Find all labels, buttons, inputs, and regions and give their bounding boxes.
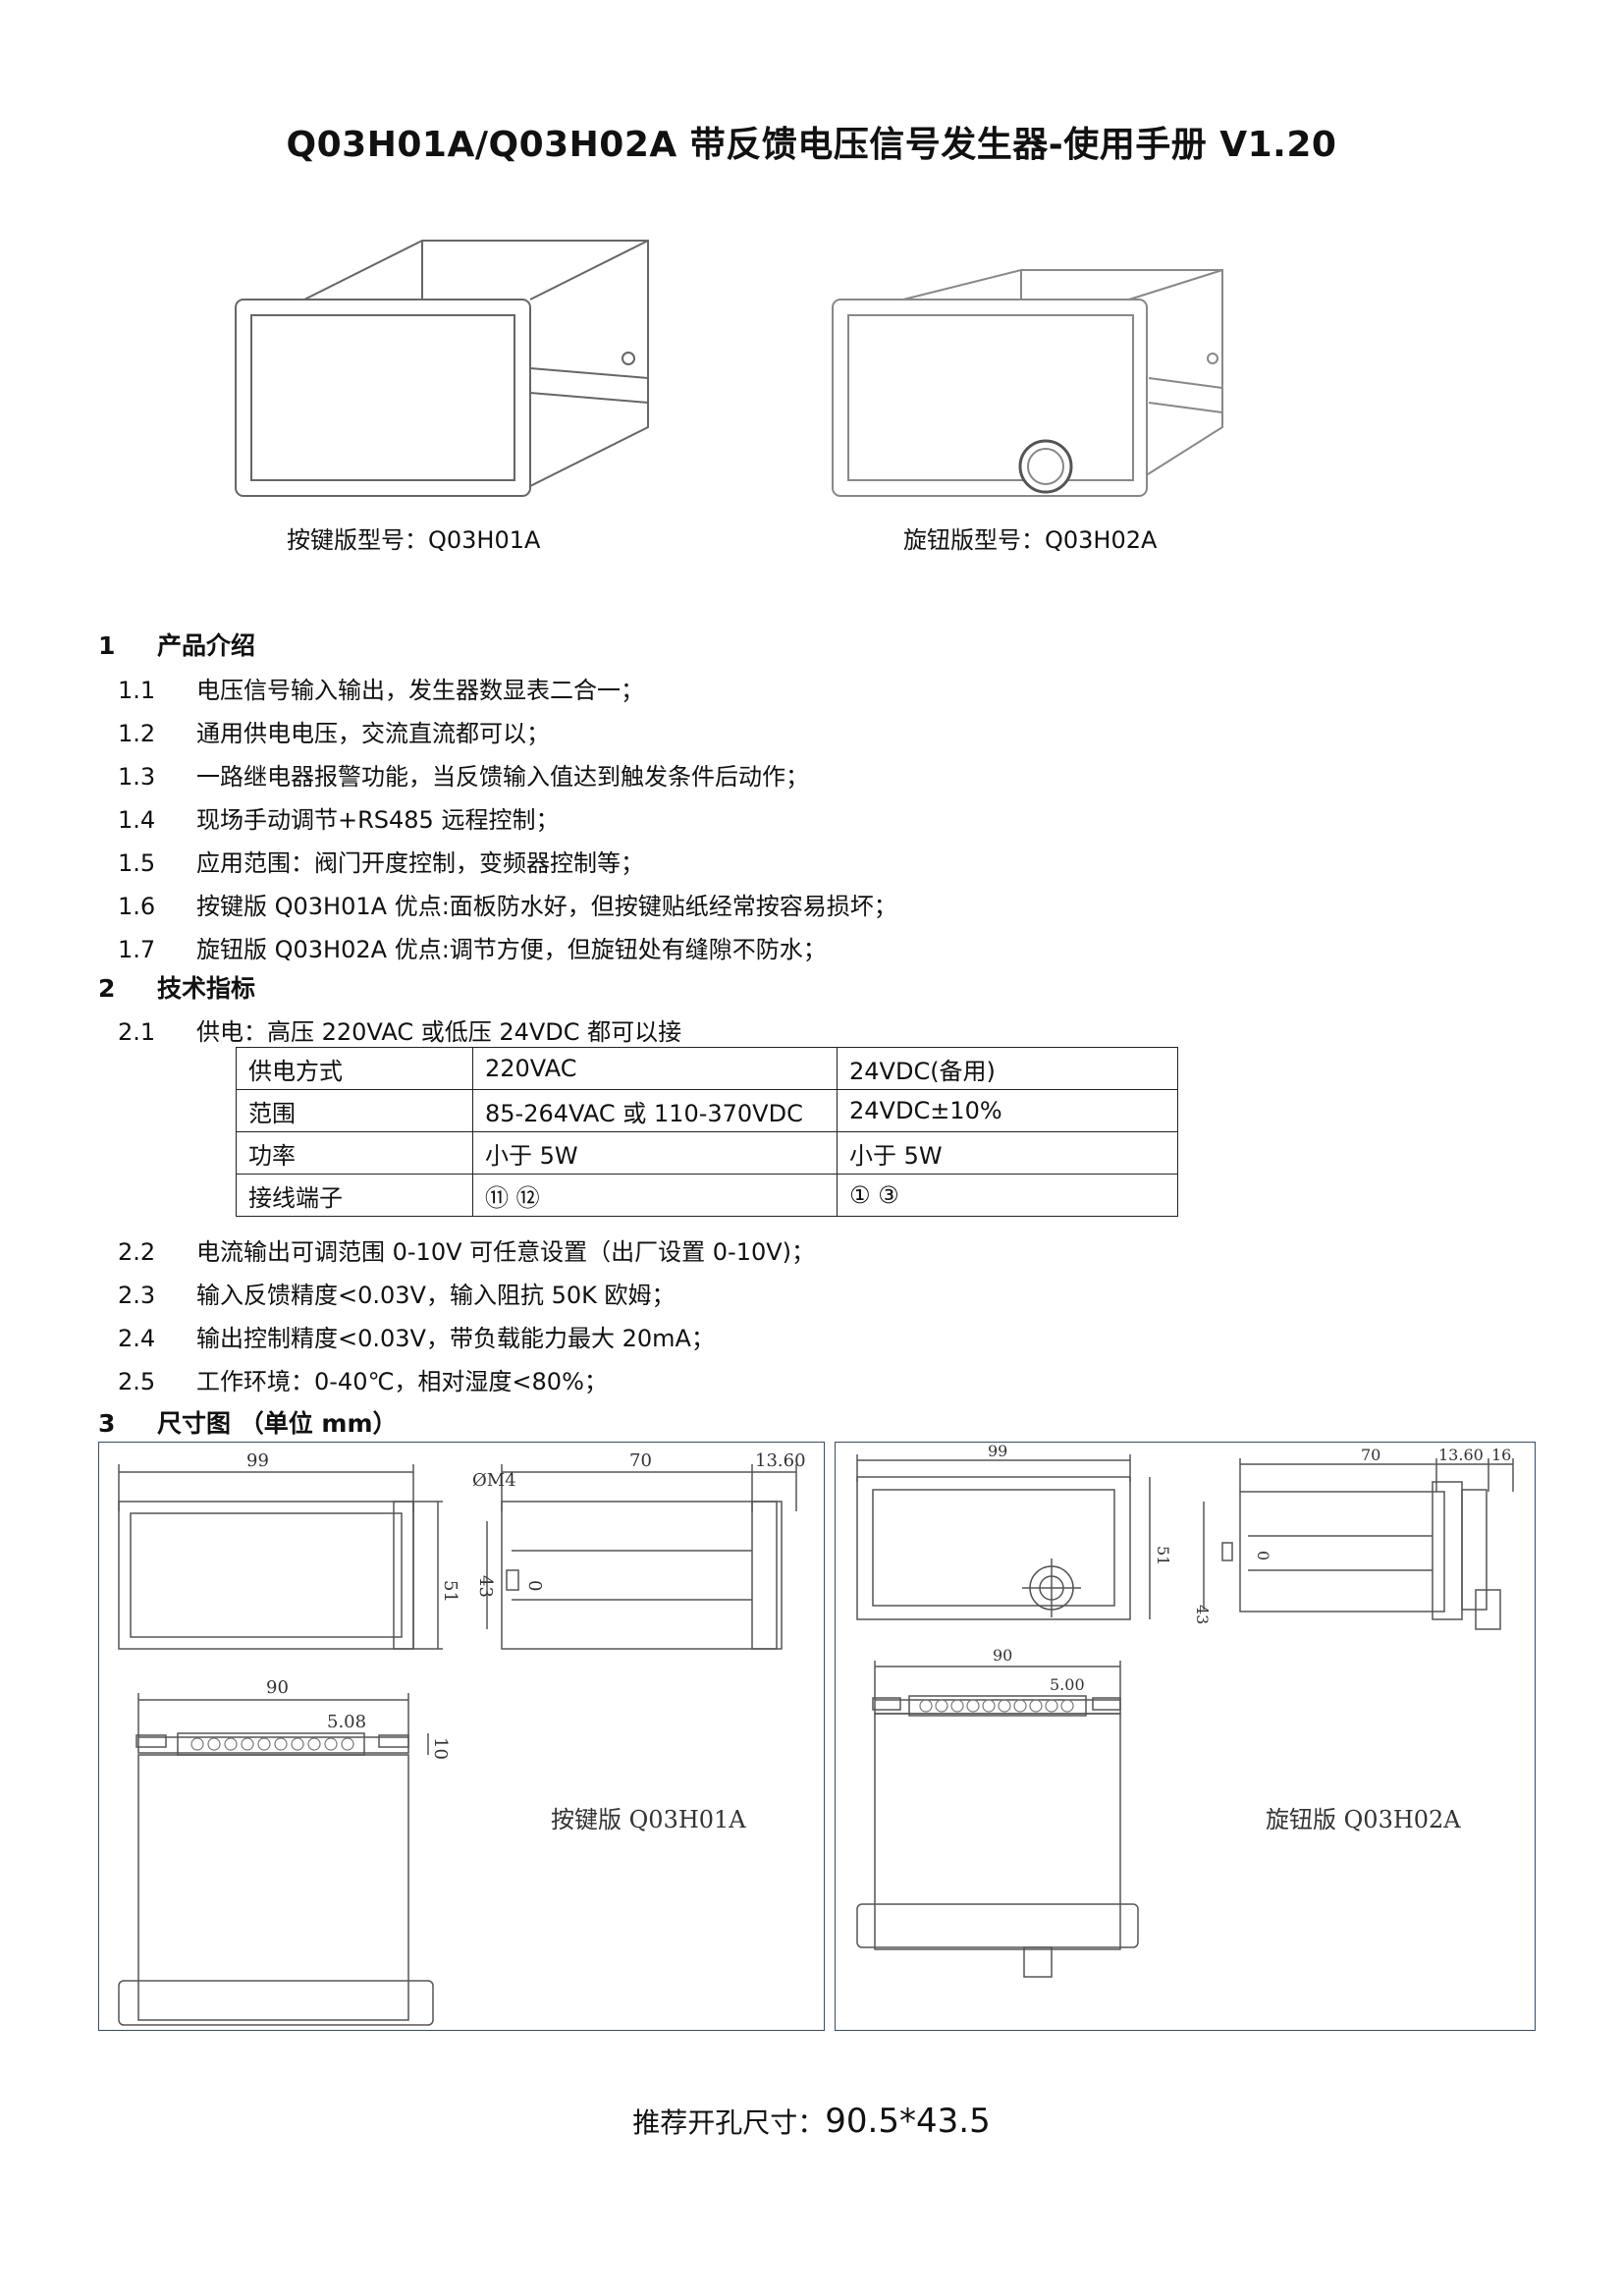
dim-pitch: 5.08: [327, 1712, 366, 1732]
table-cell: 小于 5W: [837, 1131, 1178, 1175]
dim-side-mark: 0: [1254, 1551, 1272, 1560]
section-title: 产品介绍: [157, 631, 256, 660]
table-cell: ⑪ ⑫: [472, 1174, 838, 1217]
dim-front-height: 51: [440, 1580, 460, 1603]
table-cell: 供电方式: [236, 1047, 473, 1090]
dim-top-height: 10: [430, 1737, 451, 1760]
page-title: Q03H01A/Q03H02A 带反馈电压信号发生器-使用手册 V1.20: [286, 125, 1337, 165]
table-row: 范围 85-264VAC 或 110-370VDC 24VDC±10%: [236, 1089, 1178, 1132]
dim-side-depth: 70: [1361, 1446, 1380, 1464]
dim-top-width: 90: [993, 1646, 1012, 1665]
section2-heading: 2 技术指标: [98, 969, 255, 1005]
table-row: 功率 小于 5W 小于 5W: [236, 1131, 1178, 1175]
knob-dimension-drawing: 99 51 70 13.60 16 43 0 90 5.00 旋钮版 Q03H0…: [835, 1442, 1536, 2031]
section-number: 2: [98, 974, 116, 1003]
keypad-model-caption: 按键版型号：Q03H01A: [287, 526, 541, 554]
dim-front-width: 99: [246, 1450, 269, 1471]
drawing-label: 旋钮版 Q03H02A: [1266, 1806, 1461, 1833]
table-cell: 功率: [236, 1131, 473, 1175]
dim-side-bezel: 13.60: [755, 1450, 806, 1471]
dim-side-height: 43: [475, 1575, 496, 1598]
knob-model-caption: 旋钮版型号：Q03H02A: [903, 526, 1158, 554]
table-row: 供电方式 220VAC 24VDC(备用): [236, 1047, 1178, 1090]
table-cell: 24VDC(备用): [837, 1047, 1178, 1090]
table-cell: ① ③: [837, 1174, 1178, 1217]
dim-side-mark: 0: [524, 1580, 545, 1591]
dim-hole: ØM4: [472, 1470, 516, 1491]
dim-side-bezel: 13.60: [1438, 1446, 1484, 1464]
table-row: 接线端子 ⑪ ⑫ ① ③: [236, 1174, 1178, 1217]
table-cell: 85-264VAC 或 110-370VDC: [472, 1089, 838, 1132]
cutout-value: 90.5*43.5: [825, 2102, 991, 2141]
dim-side-depth: 70: [629, 1450, 652, 1471]
section1-heading: 1 产品介绍: [98, 627, 255, 662]
section-title: 尺寸图 （单位 mm）: [157, 1409, 398, 1438]
keypad-device-illustration: [235, 240, 649, 497]
dim-front-width: 99: [988, 1443, 1007, 1460]
dim-side-height: 43: [1193, 1605, 1212, 1624]
dim-knob: 16: [1491, 1446, 1511, 1464]
section-title: 技术指标: [157, 974, 256, 1003]
table-cell: 接线端子: [236, 1174, 473, 1217]
cutout-note: 推荐开孔尺寸：90.5*43.5: [0, 2102, 1623, 2141]
section-number: 1: [98, 631, 116, 660]
section-number: 3: [98, 1409, 116, 1438]
keypad-dimension-drawing: 99 51 ØM4 70 13.60 43 0 90 5.08 10 按键版 Q…: [98, 1442, 825, 2031]
cutout-label: 推荐开孔尺寸：: [632, 2106, 826, 2139]
drawing-label: 按键版 Q03H01A: [551, 1806, 746, 1833]
knob-device-illustration: [832, 269, 1223, 497]
table-cell: 范围: [236, 1089, 473, 1132]
table-cell: 小于 5W: [472, 1131, 838, 1175]
power-spec-table: 供电方式 220VAC 24VDC(备用) 范围 85-264VAC 或 110…: [236, 1047, 1178, 1217]
dim-front-height: 51: [1154, 1546, 1172, 1565]
dim-pitch: 5.00: [1050, 1675, 1085, 1694]
table-cell: 220VAC: [472, 1047, 838, 1090]
section3-heading: 3 尺寸图 （单位 mm）: [98, 1404, 398, 1440]
table-cell: 24VDC±10%: [837, 1089, 1178, 1132]
dim-top-width: 90: [266, 1677, 289, 1698]
